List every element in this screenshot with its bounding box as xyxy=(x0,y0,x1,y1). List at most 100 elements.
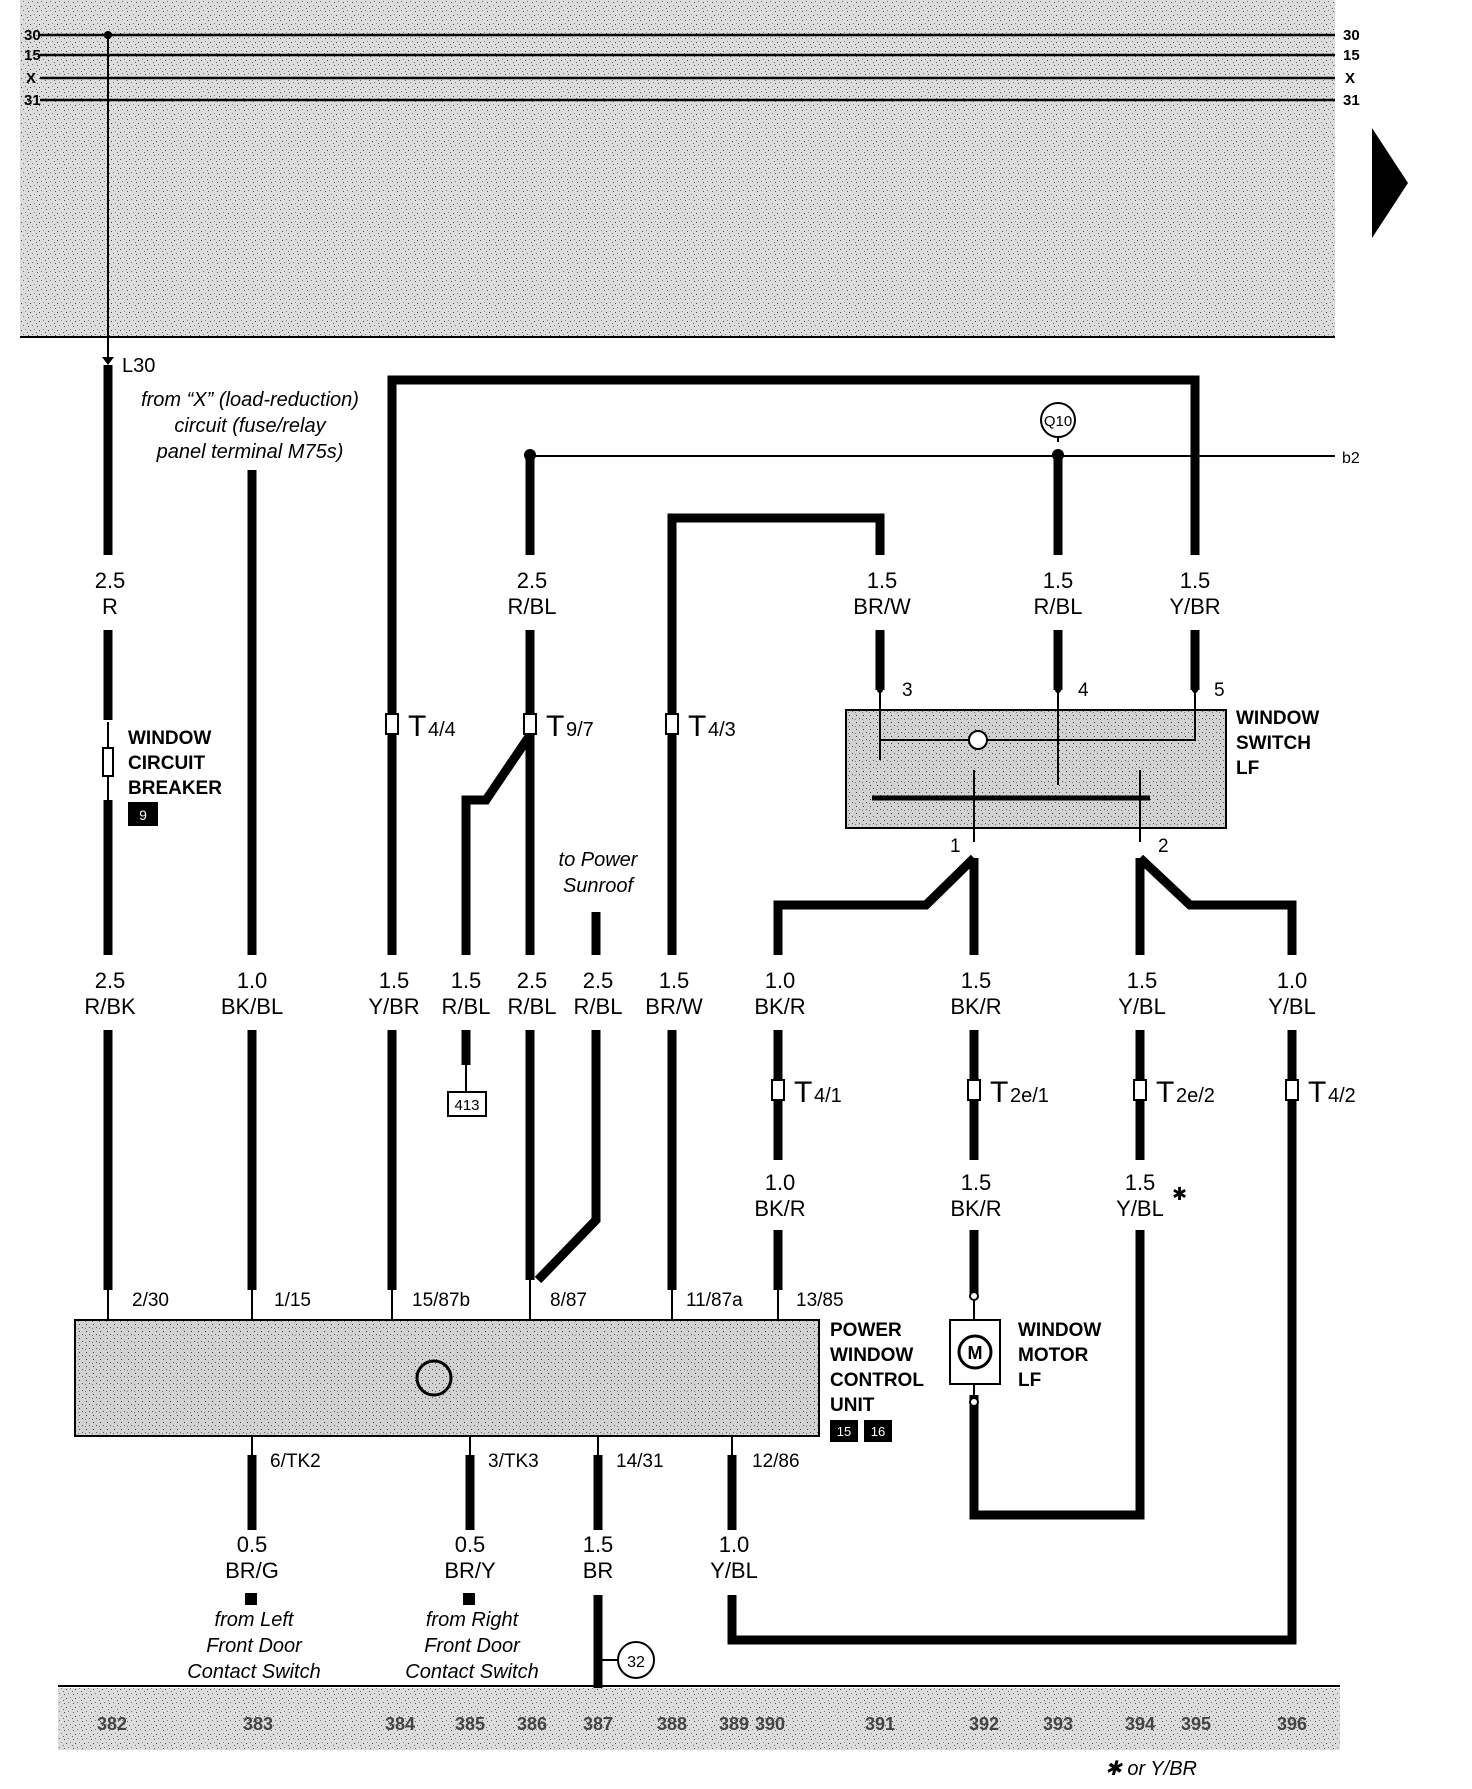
wire-label-bot-br: 1.5BR xyxy=(583,1532,614,1583)
svg-text:1.5: 1.5 xyxy=(659,968,690,993)
svg-text:R: R xyxy=(102,594,118,619)
svg-text:BR/W: BR/W xyxy=(853,594,911,619)
svg-text:UNIT: UNIT xyxy=(830,1395,875,1416)
svg-text:1.0: 1.0 xyxy=(237,968,268,993)
svg-text:1.5: 1.5 xyxy=(1127,968,1158,993)
svg-text:POWER: POWER xyxy=(830,1320,902,1341)
component-window-circuit-breaker: WINDOW CIRCUIT BREAKER 9 xyxy=(128,728,222,826)
wire-label-low-ybl15: 1.5Y/BL✱ xyxy=(1116,1170,1187,1221)
wire-label-top-r: 2.5R xyxy=(95,568,126,619)
wire-label-mid-ybl10: 1.0Y/BL xyxy=(1268,968,1316,1019)
svg-text:Y/BL: Y/BL xyxy=(710,1558,758,1583)
svg-text:15: 15 xyxy=(1343,47,1360,64)
svg-text:BR: BR xyxy=(583,1558,614,1583)
svg-text:1.5: 1.5 xyxy=(1125,1170,1156,1195)
svg-text:2.5: 2.5 xyxy=(95,568,126,593)
svg-text:1.0: 1.0 xyxy=(765,968,796,993)
svg-text:1.5: 1.5 xyxy=(583,1532,614,1557)
wire-label-mid-rbl25a: 2.5R/BL xyxy=(508,968,557,1019)
svg-text:LF: LF xyxy=(1018,1370,1041,1391)
svg-text:1/15: 1/15 xyxy=(274,1290,311,1311)
svg-text:32: 32 xyxy=(627,1654,645,1671)
svg-text:T: T xyxy=(990,1076,1008,1109)
footer-track-strip xyxy=(58,1688,1340,1750)
wire-label-mid-ybl15: 1.5Y/BL xyxy=(1118,968,1166,1019)
svg-text:1.0: 1.0 xyxy=(765,1170,796,1195)
terminal-b2: b2 xyxy=(1342,450,1360,467)
svg-text:CONTROL: CONTROL xyxy=(830,1370,924,1391)
svg-text:X: X xyxy=(1345,70,1355,87)
wire-label-mid-rbl15: 1.5R/BL xyxy=(442,968,491,1019)
bus-background xyxy=(20,0,1335,336)
svg-text:13/85: 13/85 xyxy=(796,1290,844,1311)
svg-text:T: T xyxy=(1156,1076,1174,1109)
svg-text:Front Door: Front Door xyxy=(424,1635,521,1657)
bus-labels-right: 30 15 X 31 xyxy=(1343,27,1360,109)
svg-text:Y/BR: Y/BR xyxy=(368,994,419,1019)
svg-text:2: 2 xyxy=(1158,836,1169,857)
svg-text:1.5: 1.5 xyxy=(867,568,898,593)
ground-32 xyxy=(617,1641,655,1679)
svg-text:1.5: 1.5 xyxy=(451,968,482,993)
svg-text:WINDOW: WINDOW xyxy=(128,728,211,749)
svg-text:M: M xyxy=(968,1343,983,1363)
svg-text:Y/BR: Y/BR xyxy=(1169,594,1220,619)
svg-text:X: X xyxy=(26,70,36,87)
svg-text:R/BL: R/BL xyxy=(574,994,623,1019)
note-from-x: from “X” (load-reduction) circuit (fuse/… xyxy=(141,389,359,463)
svg-text:14/31: 14/31 xyxy=(616,1451,664,1472)
svg-text:panel terminal M75s): panel terminal M75s) xyxy=(156,441,344,463)
wire-label-top-rbl: 2.5R/BL xyxy=(508,568,557,619)
component-power-window-control-unit: 2/30 1/15 15/87b 8/87 11/87a 13/85 6/TK2… xyxy=(74,1280,924,1472)
svg-text:T: T xyxy=(794,1076,812,1109)
bus-labels-left: 30 15 X 31 xyxy=(24,27,41,109)
footer-track-number: 386 xyxy=(517,1714,547,1734)
footer-track-number: 396 xyxy=(1277,1714,1307,1734)
footer-track-number: 389 xyxy=(719,1714,749,1734)
ref-box-413: 413 xyxy=(447,1065,487,1117)
wire-label-bot-bry: 0.5BR/Y xyxy=(444,1532,496,1583)
svg-text:8/87: 8/87 xyxy=(550,1290,587,1311)
svg-text:413: 413 xyxy=(454,1097,479,1114)
note-from-right-door: from Right Front Door Contact Switch xyxy=(405,1609,538,1683)
svg-text:R/BL: R/BL xyxy=(508,994,557,1019)
svg-text:3: 3 xyxy=(902,680,913,701)
svg-text:T: T xyxy=(1308,1076,1326,1109)
svg-text:2.5: 2.5 xyxy=(583,968,614,993)
svg-text:30: 30 xyxy=(24,27,41,44)
wire-label-top-ybr: 1.5Y/BR xyxy=(1169,568,1220,619)
svg-text:BK/BL: BK/BL xyxy=(221,994,283,1019)
footer-track-number: 390 xyxy=(755,1714,785,1734)
svg-text:9/7: 9/7 xyxy=(566,719,594,741)
svg-text:R/BL: R/BL xyxy=(1034,594,1083,619)
svg-text:1: 1 xyxy=(950,836,961,857)
svg-text:6/TK2: 6/TK2 xyxy=(270,1451,321,1472)
svg-text:4/4: 4/4 xyxy=(428,719,456,741)
svg-text:Y/BL: Y/BL xyxy=(1116,1196,1164,1221)
wire-label-mid-brw: 1.5BR/W xyxy=(645,968,703,1019)
footnote: ✱ or Y/BR xyxy=(1105,1758,1197,1780)
svg-text:1.0: 1.0 xyxy=(1277,968,1308,993)
svg-text:BREAKER: BREAKER xyxy=(128,778,222,799)
svg-text:T: T xyxy=(408,710,426,743)
svg-text:BK/R: BK/R xyxy=(950,1196,1001,1221)
svg-text:1.5: 1.5 xyxy=(1043,568,1074,593)
svg-text:2.5: 2.5 xyxy=(517,568,548,593)
svg-text:SWITCH: SWITCH xyxy=(1236,733,1311,754)
svg-text:9: 9 xyxy=(139,807,147,823)
svg-text:to Power: to Power xyxy=(559,849,639,871)
svg-text:BR/W: BR/W xyxy=(645,994,703,1019)
svg-text:WINDOW: WINDOW xyxy=(1018,1320,1101,1341)
svg-text:from Right: from Right xyxy=(426,1609,520,1631)
component-window-motor-lf: M WINDOW MOTOR LF xyxy=(949,1291,1101,1407)
svg-text:3/TK3: 3/TK3 xyxy=(488,1451,539,1472)
wire-label-bot-ybl: 1.0Y/BL xyxy=(710,1532,758,1583)
svg-text:31: 31 xyxy=(1343,92,1360,109)
svg-text:WINDOW: WINDOW xyxy=(830,1345,913,1366)
footer-track-number: 392 xyxy=(969,1714,999,1734)
svg-text:31: 31 xyxy=(24,92,41,109)
